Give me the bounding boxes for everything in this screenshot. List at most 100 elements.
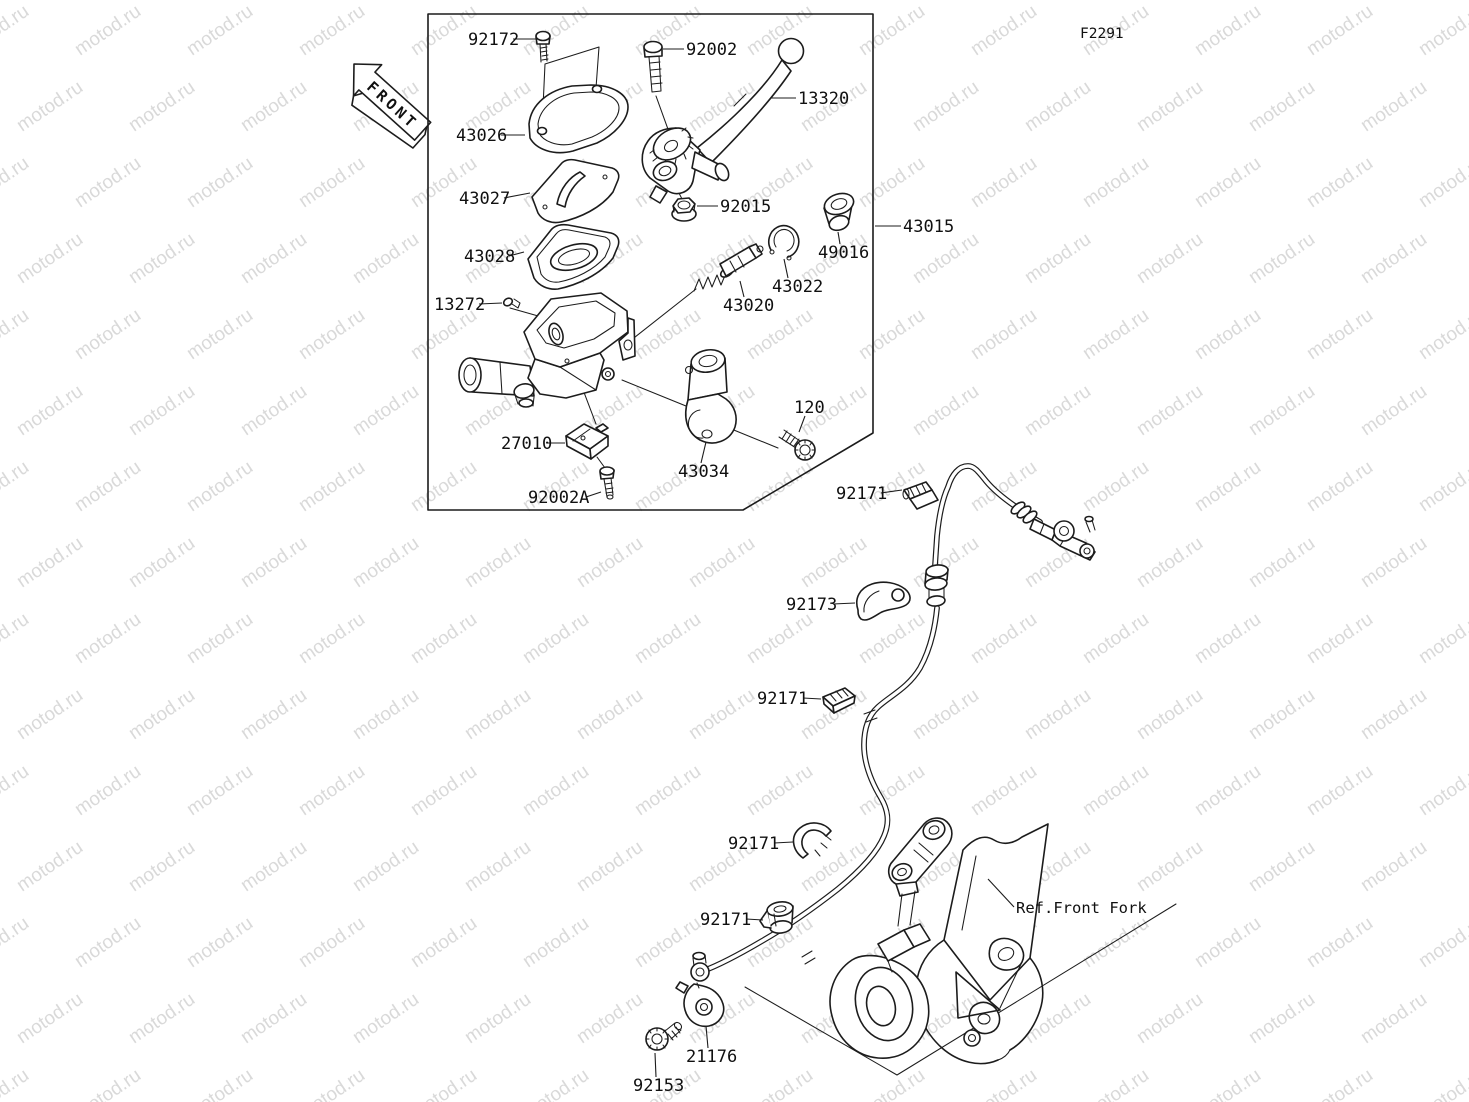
watermark-text: motod.ru bbox=[1133, 77, 1207, 136]
frame-box bbox=[427, 13, 874, 511]
watermark-text: motod.ru bbox=[1191, 913, 1265, 972]
part-label: 43034 bbox=[678, 462, 729, 482]
master-cylinder-body-drawing bbox=[458, 292, 636, 408]
watermark-text: motod.ru bbox=[1245, 77, 1319, 136]
watermark-text: motod.ru bbox=[1415, 761, 1469, 820]
circlip-drawing bbox=[768, 224, 800, 261]
watermark-text: motod.ru bbox=[1133, 989, 1207, 1048]
construction-lines bbox=[744, 903, 1177, 1076]
diaphragm-plate-drawing bbox=[531, 158, 620, 224]
watermark-text: motod.ru bbox=[855, 1065, 929, 1102]
watermark-text: motod.ru bbox=[1133, 381, 1207, 440]
watermark-text: motod.ru bbox=[1303, 305, 1377, 364]
watermark-text: motod.ru bbox=[349, 685, 423, 744]
figure-code: F2291 bbox=[1080, 26, 1124, 42]
leader-line bbox=[987, 878, 1015, 908]
leader-line bbox=[700, 441, 707, 464]
caliper-fork-group bbox=[744, 817, 1177, 1076]
part-label: 43022 bbox=[772, 277, 823, 297]
watermark-text: motod.ru bbox=[967, 761, 1041, 820]
reservoir-cap-drawing bbox=[528, 84, 629, 154]
watermark-text: motod.ru bbox=[1303, 1065, 1377, 1102]
watermark-text: motod.ru bbox=[71, 761, 145, 820]
watermark-text: motod.ru bbox=[0, 1065, 33, 1102]
watermark-text: motod.ru bbox=[1245, 837, 1319, 896]
watermark-text: motod.ru bbox=[1191, 1065, 1265, 1102]
watermark-text: motod.ru bbox=[1079, 913, 1153, 972]
watermark-text: motod.ru bbox=[967, 153, 1041, 212]
watermark-text: motod.ru bbox=[125, 837, 199, 896]
watermark-text: motod.ru bbox=[1415, 305, 1469, 364]
watermark-text: motod.ru bbox=[183, 457, 257, 516]
leader-line bbox=[832, 602, 856, 605]
watermark-text: motod.ru bbox=[1303, 609, 1377, 668]
watermark-text: motod.ru bbox=[237, 837, 311, 896]
watermark-text: motod.ru bbox=[1303, 761, 1377, 820]
watermark-text: motod.ru bbox=[349, 381, 423, 440]
part-label: 92002 bbox=[686, 40, 737, 60]
part-label: 43027 bbox=[459, 189, 510, 209]
watermark-text: motod.ru bbox=[1079, 457, 1153, 516]
watermark-text: motod.ru bbox=[1357, 685, 1431, 744]
watermark-text: motod.ru bbox=[183, 1, 257, 60]
watermark-text: motod.ru bbox=[1133, 229, 1207, 288]
watermark-text: motod.ru bbox=[295, 609, 369, 668]
leader-line bbox=[783, 258, 789, 279]
watermark-text: motod.ru bbox=[0, 761, 33, 820]
watermark-text: motod.ru bbox=[1357, 533, 1431, 592]
part-label: Ref.Front Fork bbox=[1016, 899, 1147, 917]
caliper-body-drawing bbox=[829, 923, 931, 1059]
watermark-text: motod.ru bbox=[909, 229, 983, 288]
part-label: 92153 bbox=[633, 1076, 684, 1096]
watermark-text: motod.ru bbox=[909, 77, 983, 136]
part-label: 92171 bbox=[757, 689, 808, 709]
watermark-text: motod.ru bbox=[295, 913, 369, 972]
leader-line bbox=[654, 1052, 657, 1078]
watermark-text: motod.ru bbox=[1191, 153, 1265, 212]
watermark-text: motod.ru bbox=[13, 685, 87, 744]
watermark-text: motod.ru bbox=[1191, 1, 1265, 60]
part-label: 92171 bbox=[836, 484, 887, 504]
watermark-text: motod.ru bbox=[1133, 685, 1207, 744]
watermark-text: motod.ru bbox=[0, 457, 33, 516]
watermark-text: motod.ru bbox=[1415, 913, 1469, 972]
leader-line bbox=[503, 192, 531, 199]
watermark-text: motod.ru bbox=[13, 229, 87, 288]
watermark-text: motod.ru bbox=[183, 609, 257, 668]
watermark-text: motod.ru bbox=[519, 913, 593, 972]
watermark-text: motod.ru bbox=[125, 229, 199, 288]
watermark-text: motod.ru bbox=[237, 533, 311, 592]
watermark-text: motod.ru bbox=[71, 609, 145, 668]
watermark-text: motod.ru bbox=[909, 381, 983, 440]
watermark-text: motod.ru bbox=[797, 533, 871, 592]
watermark-text: motod.ru bbox=[1303, 153, 1377, 212]
watermark-text: motod.ru bbox=[125, 685, 199, 744]
watermark-text: motod.ru bbox=[71, 457, 145, 516]
watermark-text: motod.ru bbox=[461, 837, 535, 896]
brake-switch-drawing bbox=[565, 423, 609, 460]
watermark-text: motod.ru bbox=[461, 685, 535, 744]
watermark-text: motod.ru bbox=[0, 153, 33, 212]
leader-line bbox=[745, 918, 764, 921]
watermark-text: motod.ru bbox=[519, 609, 593, 668]
watermark-text: motod.ru bbox=[13, 77, 87, 136]
watermark-text: motod.ru bbox=[1415, 1, 1469, 60]
watermark-text: motod.ru bbox=[1079, 761, 1153, 820]
watermark-text: motod.ru bbox=[743, 1065, 817, 1102]
watermark-text: motod.ru bbox=[519, 761, 593, 820]
watermark-text: motod.ru bbox=[1415, 153, 1469, 212]
watermark-text: motod.ru bbox=[573, 989, 647, 1048]
watermark-text: motod.ru bbox=[1415, 1065, 1469, 1102]
part-label: 92015 bbox=[720, 197, 771, 217]
watermark-text: motod.ru bbox=[71, 305, 145, 364]
watermark-text: motod.ru bbox=[1021, 685, 1095, 744]
watermark-text: motod.ru bbox=[183, 305, 257, 364]
lever-pivot-bolt-drawing bbox=[643, 40, 663, 93]
leader-line bbox=[802, 697, 822, 700]
watermark-text: motod.ru bbox=[1021, 77, 1095, 136]
watermark-text: motod.ru bbox=[1191, 457, 1265, 516]
watermark-text: motod.ru bbox=[349, 837, 423, 896]
watermark-text: motod.ru bbox=[1357, 229, 1431, 288]
